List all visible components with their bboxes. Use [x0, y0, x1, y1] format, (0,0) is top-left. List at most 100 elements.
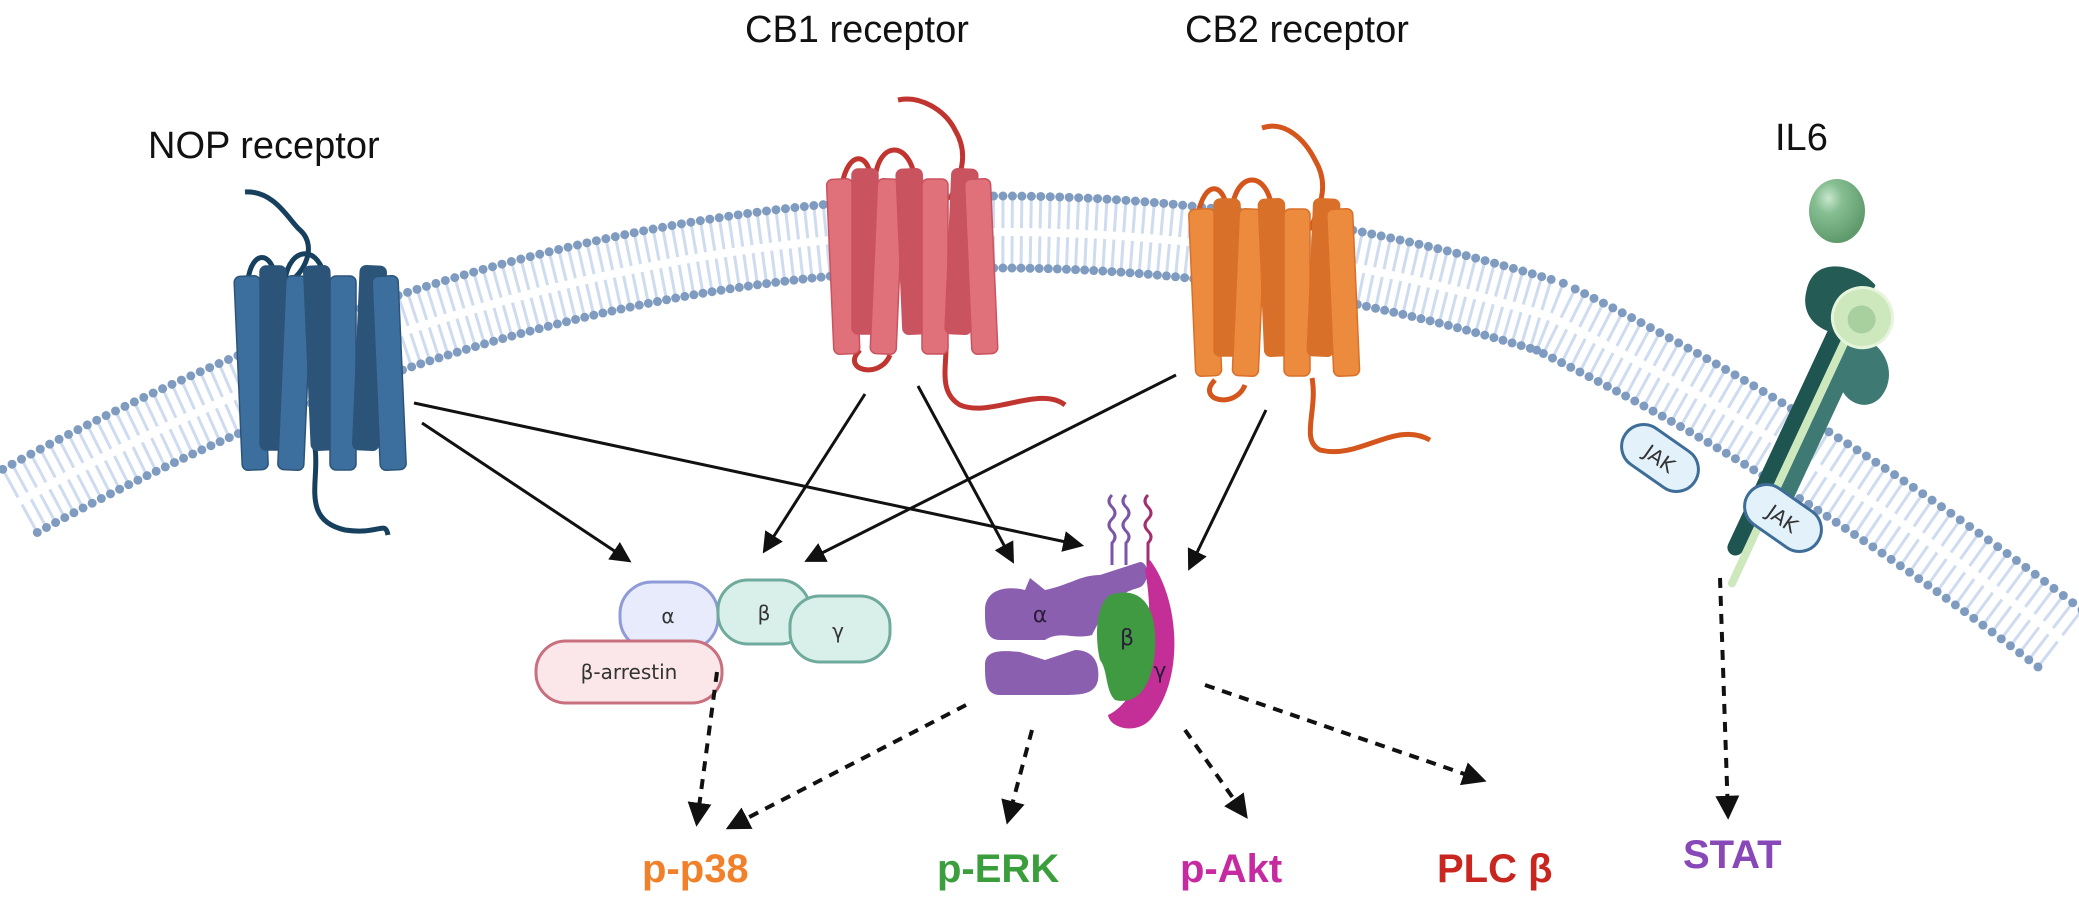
arrow-cb2-to-inactive-g	[804, 373, 1177, 562]
lipid-head	[224, 433, 234, 443]
lipid-tail	[1880, 525, 1902, 554]
lipid-tail	[20, 458, 38, 489]
lipid-head	[179, 453, 189, 463]
lipid-head	[1405, 237, 1415, 247]
lipid-tail	[1493, 265, 1506, 297]
lipid-tail	[1446, 294, 1458, 326]
nop-intracellular-tail	[312, 447, 391, 536]
lipid-head	[1178, 200, 1188, 210]
lipid-tail	[1401, 282, 1412, 315]
lipid-tail	[122, 450, 140, 481]
lipid-head	[680, 291, 690, 301]
lipid-tail	[1438, 250, 1449, 283]
lipid-head	[1831, 517, 1841, 527]
lipid-tail	[1410, 284, 1421, 317]
lipid-head	[101, 411, 111, 421]
lipid-head	[1852, 445, 1862, 455]
lipid-tail	[396, 294, 410, 327]
lipid-head	[1093, 194, 1103, 204]
output-p-p38: p-p38	[642, 847, 749, 891]
lipid-tail	[57, 438, 76, 469]
lipid-tail	[1866, 467, 1887, 496]
lipid-tail	[604, 238, 615, 271]
lipid-tail	[1382, 237, 1393, 270]
lipid-tail	[2024, 580, 2046, 608]
lipid-head	[671, 293, 681, 303]
lipid-tail	[529, 297, 541, 330]
lipid-head	[1868, 542, 1878, 552]
lipid-tail	[1596, 352, 1615, 383]
lipid-tail	[1521, 273, 1534, 305]
lipid-tail	[1838, 449, 1859, 478]
lipid-head	[1161, 271, 1171, 281]
lipid-head	[176, 375, 186, 385]
lipid-tail	[1689, 357, 1709, 388]
lipid-head	[129, 397, 139, 407]
lipid-tail	[1085, 198, 1090, 231]
lipid-head	[2058, 591, 2068, 601]
lipid-tail	[1862, 513, 1883, 542]
lipid-head	[434, 353, 444, 363]
lipid-head	[695, 216, 705, 226]
lipid-tail	[464, 315, 477, 348]
lipid-tail	[802, 206, 810, 239]
lipid-head	[1125, 268, 1135, 278]
lipid-tail	[1810, 431, 1831, 460]
lipid-head	[667, 221, 677, 231]
lipid-tail	[2005, 566, 2028, 594]
lipid-tail	[585, 283, 596, 316]
lipid-tail	[2018, 626, 2041, 654]
lipid-head	[1462, 325, 1472, 335]
lipid-head	[1730, 454, 1740, 464]
lipid-tail	[1140, 201, 1147, 234]
lipid-head	[544, 247, 554, 257]
lipid-tail	[474, 312, 486, 345]
lipid-tail	[29, 453, 48, 484]
lipid-head	[1025, 263, 1035, 273]
lipid-head	[1666, 416, 1676, 426]
lipid-tail	[727, 215, 735, 249]
lipid-head	[1489, 333, 1499, 343]
lipid-head	[214, 359, 224, 369]
lipid-head	[195, 367, 205, 377]
lipid-tail	[698, 220, 708, 253]
lipid-tail	[509, 261, 522, 293]
lipid-head	[591, 236, 601, 246]
lipid-tail	[427, 326, 441, 359]
lipid-head	[1452, 248, 1462, 258]
lipid-head	[1749, 465, 1759, 475]
g-gamma-label: γ	[832, 619, 844, 643]
lipid-tail	[1754, 396, 1774, 426]
arrow-nop-to-inactive-g	[421, 421, 632, 563]
lipid-tail	[1569, 338, 1587, 368]
lipid-tail	[29, 498, 48, 529]
lipid-tail	[180, 379, 196, 410]
lipid-head	[629, 228, 639, 238]
lipid-head	[148, 388, 158, 398]
lipid-tail	[1829, 443, 1849, 472]
lipid-head	[1993, 542, 2003, 552]
arrow-gprotein-to-erk	[1001, 729, 1034, 825]
lipid-tail	[113, 455, 131, 486]
lipid-head	[1433, 244, 1443, 254]
lipid-head	[1452, 323, 1462, 333]
lipid-head	[554, 244, 564, 254]
lipid-head	[1414, 239, 1424, 249]
lipid-head	[543, 321, 553, 331]
lipid-head	[1107, 267, 1117, 277]
lipid-head	[1055, 192, 1065, 202]
lipid-head	[1905, 567, 1915, 577]
lipid-head	[571, 314, 581, 324]
lipid-tail	[1715, 419, 1735, 449]
lipid-tail	[642, 230, 652, 263]
lipid-tail	[1977, 545, 1999, 574]
lipid-tail	[816, 245, 823, 278]
lipid-tail	[1110, 239, 1116, 272]
cb1-receptor-label: CB1 receptor	[745, 9, 969, 51]
lipid-head	[1932, 587, 1942, 597]
lipid-tail	[1745, 390, 1765, 420]
lipid-tail	[1940, 518, 1962, 547]
lipid-tail	[1057, 196, 1062, 230]
lipid-tail	[1633, 372, 1652, 402]
lipid-head	[142, 471, 152, 481]
